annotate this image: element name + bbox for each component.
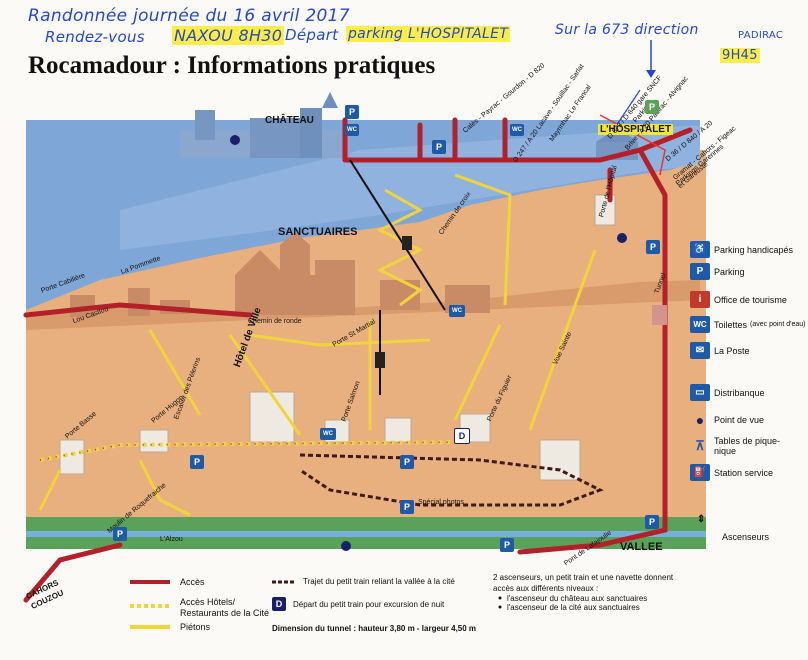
legend-label: Station service [714,467,774,478]
legend-label: Toilettes [714,319,748,330]
river-water [26,531,706,537]
tourism-office-icon: i [690,291,710,308]
legend-depart-train: Départ du petit train pour excursion de … [293,600,445,609]
hotel-access-path [39,440,471,462]
fuel-icon: ⛽ [690,464,710,481]
parking-icon: P [645,100,659,114]
elevator-icon: ⇕ [697,514,706,525]
legend-row-point-de-vue: ● Point de vue [690,411,764,428]
legend-elevators-1: 2 ascenseurs, un petit train et une nave… [493,573,674,582]
elevator-icon-1 [402,236,412,250]
legend-row-tourism: i Office de tourisme [690,291,787,308]
wc-icon: WC [345,124,359,136]
handwritten-direction: Sur la 673 direction [555,22,699,38]
roads [23,117,693,603]
parking-icon: P [400,455,414,469]
chateau-building [180,92,350,158]
parking-icon: P [190,455,204,469]
parking-icon: P [345,105,359,119]
elevator-icon-2 [375,352,385,368]
legend-row-parking: P Parking [690,263,745,280]
viewpoints [230,135,627,551]
parking-icon: P [690,263,710,280]
legend-ascenseurs: Ascenseurs [722,532,770,542]
pedestrian-paths [38,173,597,517]
label-alzou: L'Alzou [160,536,183,543]
sanctuaires-building [235,232,490,315]
river-green [26,517,706,531]
legend-row-distribanque: ▭ Distribanque [690,384,765,401]
parking-icon: P [113,527,127,541]
legend-elevators-3: l'ascenseur du château aux sanctuaires [507,594,648,603]
legend-label: Parking [714,266,745,277]
wc-icon: WC [320,428,336,440]
handwritten-parking: parking L'HOSPITALET [346,26,511,42]
viewpoint-icon: ● [695,411,705,428]
legend-row-toilettes: WC Toilettes (avec point d'eau) [690,316,805,333]
legend-acces-hotels-1: Accès Hôtels/ [180,597,236,607]
atm-icon: ▭ [690,384,710,401]
parking-icon: P [646,240,660,254]
page-title: Rocamadour : Informations pratiques [28,52,436,79]
legend-row-pique-nique: ⊼ Tables de pique-nique [690,436,794,456]
chemin-de-ronde-band [26,280,700,330]
label-chemin-de-ronde: Chemin de ronde [248,318,302,325]
wc-icon: WC [449,305,465,317]
legend-row-station: ⛽ Station service [690,464,773,481]
legend-label: Tables de pique-nique [714,436,781,456]
legend-label: La Poste [714,345,750,356]
legend-label: Office de tourisme [714,294,787,305]
legend-sublabel: (avec point d'eau) [750,321,806,328]
tunnel-mouth [652,305,667,325]
handwritten-time: 9H45 [720,48,760,63]
wc-icon: WC [510,124,524,136]
legend-row-poste: ✉ La Poste [690,342,750,359]
label-vallee: VALLEE [620,541,663,553]
parking-icon: P [500,538,514,552]
legend-label: Distribanque [714,387,765,398]
post-icon: ✉ [690,342,710,359]
train-route [299,453,604,507]
legend-label: Point de vue [714,414,765,425]
handwritten-padirac: PADIRAC [738,30,784,41]
label-chateau: CHÂTEAU [265,115,314,126]
label-sanctuaires: SANCTUAIRES [278,226,358,238]
train-depart-icon: D [454,428,470,444]
label-special-photos: Spécial photos [418,499,464,506]
elevator-chateau-line [349,159,446,311]
train-depart-icon: D [272,597,286,611]
legend-row-parking-handicapes: ♿ Parking handicapés [690,241,793,258]
handwritten-line-1: Randonnée journée du 16 avril 2017 [28,6,350,26]
legend-elevators-2: accès aux différents niveaux : [493,584,599,593]
legend-tunnel-dimension: Dimension du tunnel : hauteur 3,80 m - l… [272,624,477,633]
handwritten-line-2-prefix: Rendez-vous [45,28,145,46]
parking-icon: P [432,140,446,154]
handwritten-meeting-time: NAXOU 8H30 [172,26,285,45]
legend-label: Parking handicapés [714,244,794,255]
legend-pietons: Piétons [180,622,211,632]
wc-icon: WC [690,316,710,333]
parking-icon: P [400,500,414,514]
wheelchair-icon: ♿ [690,241,710,258]
label-hospitalet: L'HOSPITALET [598,124,674,135]
legend-train: Trajet du petit train reliant la vallée … [303,577,455,586]
handwritten-depart: Départ [285,26,339,44]
legend-acces: Accès [180,577,205,587]
parking-icon: P [645,515,659,529]
legend-elevators-4: l'ascenseur de la cité aux sanctuaires [507,603,640,612]
picnic-icon: ⊼ [695,438,705,453]
legend-acces-hotels-2: Restaurants de la Cité [180,608,270,618]
